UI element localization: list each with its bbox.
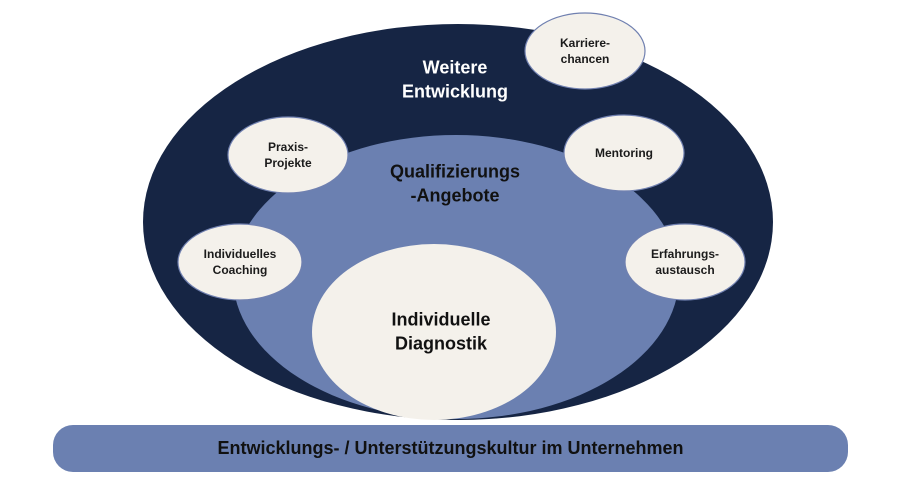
bubble-coaching (177, 223, 303, 301)
karriere-label: Karriere- chancen (560, 35, 610, 67)
praxis-label: Praxis- Projekte (264, 139, 311, 171)
middle-label-line2: -Angebote (410, 186, 500, 206)
erfahrung-label: Erfahrungs- austausch (651, 246, 719, 278)
inner-ellipse (312, 244, 556, 420)
praxis-line2: Projekte (264, 156, 312, 170)
bubble-praxis (227, 116, 349, 194)
mentoring-label: Mentoring (595, 145, 653, 161)
inner-label-line2: Diagnostik (394, 334, 487, 354)
bubble-mentoring (563, 114, 685, 192)
mentoring-line1: Mentoring (595, 145, 653, 160)
bubble-karriere (524, 12, 646, 90)
outer-label: Weitere Entwicklung (402, 56, 508, 105)
coaching-line2: Coaching (212, 263, 268, 277)
coaching-line1: Individuelles (203, 246, 277, 261)
culture-bar: Entwicklungs- / Unterstützungskultur im … (53, 425, 848, 472)
coaching-label: Individuelles Coaching (204, 246, 277, 278)
karriere-line2: chancen (560, 52, 610, 66)
culture-bar-label: Entwicklungs- / Unterstützungskultur im … (217, 438, 684, 458)
outer-label-line2: Entwicklung (401, 82, 509, 102)
erfahrung-line1: Erfahrungs- (650, 246, 720, 261)
inner-label: Individuelle Diagnostik (391, 308, 490, 357)
karriere-line1: Karriere- (559, 35, 611, 50)
bubble-erfahrung (624, 223, 746, 301)
outer-label-line1: Weitere (422, 57, 488, 78)
erfahrung-line2: austausch (655, 263, 715, 277)
praxis-line1: Praxis- (267, 139, 309, 154)
middle-label-line1: Qualifizierungs (389, 161, 521, 182)
middle-label: Qualifizierungs -Angebote (390, 160, 520, 209)
inner-label-line1: Individuelle (391, 309, 491, 330)
